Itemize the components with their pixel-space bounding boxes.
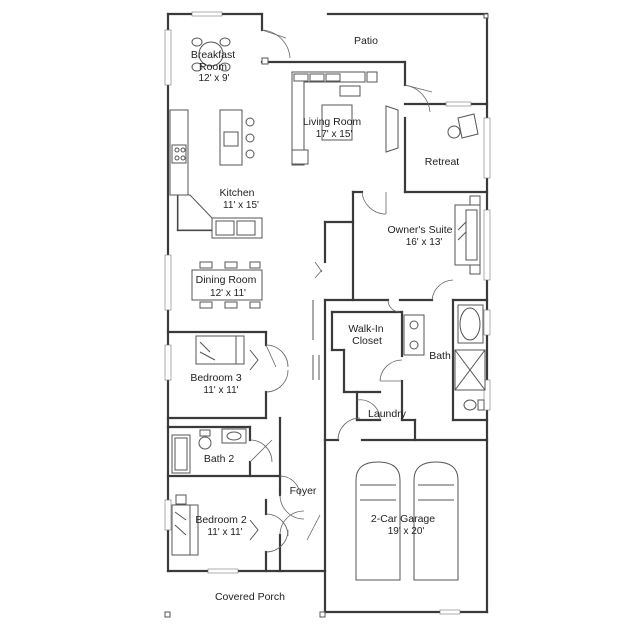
- room-size-bed3: 11' x 11': [203, 385, 238, 396]
- bath2-fixtures: [171, 428, 247, 474]
- bedroom3-bed: [195, 335, 259, 371]
- breakfast-table: [191, 37, 231, 72]
- room-label-porch: Covered Porch: [215, 591, 285, 603]
- room-label-living: Living Room: [303, 116, 362, 128]
- columns: [164, 13, 489, 618]
- room-label-bath2: Bath 2: [204, 453, 235, 465]
- room-label-garage: 2-Car Garage: [371, 513, 435, 525]
- room-size-owners: 16' x 13': [406, 237, 443, 248]
- room-label-breakfast-line1: Breakfast: [191, 49, 235, 61]
- room-label-walkin-line2: Closet: [352, 335, 382, 347]
- bedroom2-bed: [171, 494, 259, 556]
- room-label-patio: Patio: [354, 35, 378, 47]
- windows: [164, 11, 491, 615]
- owners-bed: [454, 195, 481, 275]
- owners-bath-fixtures: [403, 304, 486, 411]
- kitchen-island: [219, 109, 255, 166]
- interior-walls: [166, 190, 489, 573]
- room-label-retreat: Retreat: [425, 156, 460, 168]
- room-label-kitchen: Kitchen: [219, 187, 254, 199]
- garage-cars: [355, 461, 459, 581]
- room-labels: Patio Breakfast Room 12' x 9' Living Roo…: [190, 35, 459, 603]
- room-size-bed2: 11' x 11': [207, 527, 242, 538]
- dining-table: [191, 261, 263, 309]
- room-label-foyer: Foyer: [290, 485, 317, 497]
- room-size-breakfast: 12' x 9': [198, 73, 229, 84]
- room-label-bath: Bath: [429, 350, 451, 362]
- room-label-laundry: Laundry: [368, 408, 407, 420]
- furniture: [169, 37, 486, 581]
- doors: [249, 29, 479, 553]
- living-sofa: [291, 71, 399, 166]
- room-size-kitchen: 11' x 15': [223, 200, 259, 211]
- room-label-owners: Owner's Suite: [387, 224, 452, 236]
- retreat-chair: [447, 113, 479, 139]
- room-size-dining: 12' x 11': [210, 288, 246, 299]
- room-size-garage: 19' x 20': [388, 526, 425, 537]
- hall-closets: [312, 300, 320, 380]
- room-label-bed2: Bedroom 2: [195, 514, 247, 526]
- room-size-living: 17' x 15': [316, 129, 353, 140]
- room-label-bed3: Bedroom 3: [190, 372, 242, 384]
- room-label-walkin-line1: Walk-In: [348, 323, 383, 335]
- room-label-breakfast-line2: Room: [199, 61, 227, 73]
- kitchen-counters: [169, 109, 263, 239]
- room-label-dining: Dining Room: [196, 274, 257, 286]
